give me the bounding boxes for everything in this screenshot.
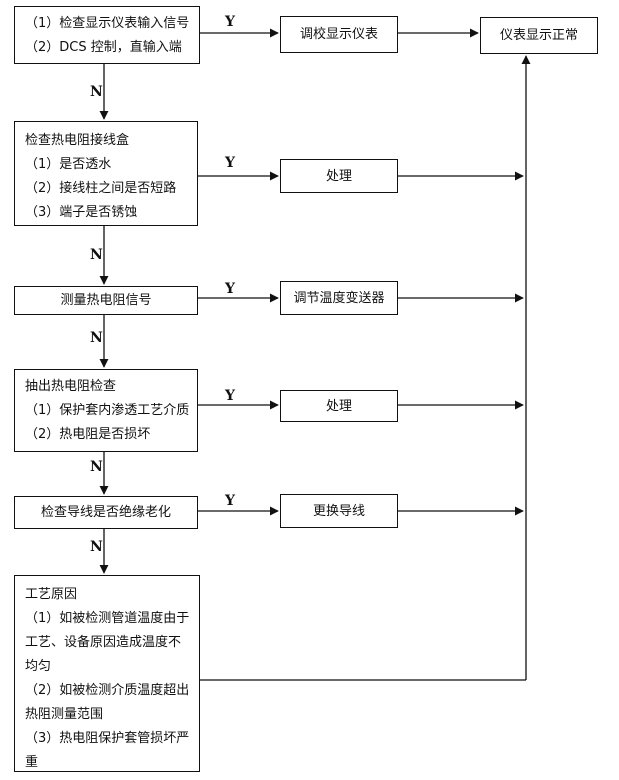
wire-check-box: 检查导线是否绝缘老化 [14,496,198,529]
box-line: （2）热电阻是否损坏 [25,427,151,442]
box-line: 抽出热电阻检查 [25,379,117,394]
replace-box: 更换导线 [280,494,398,528]
box-line: 工艺原因 [25,587,78,602]
normal-box: 仪表显示正常 [480,17,598,54]
box-text: 检查导线是否绝缘老化 [40,505,171,520]
process1-box: 处理 [280,159,398,193]
box-line: 热阻测量范围 [25,707,104,722]
box-line: 重 [25,755,39,770]
box-text: 仪表显示正常 [499,28,578,43]
box-line: （3）端子是否锈蚀 [25,205,138,220]
yes-label: Y [225,493,235,509]
adjust-box: 调节温度变送器 [280,281,398,315]
box-text: 更换导线 [312,503,365,519]
no-label: N [90,330,103,346]
box-line: （2）DCS 控制，直输入端 [25,40,182,55]
extract-box: 抽出热电阻检查 （1）保护套内渗透工艺介质 （2）热电阻是否损坏 [14,369,198,452]
yes-label: Y [225,281,235,297]
no-label: N [90,459,103,475]
calibrate-box: 调校显示仪表 [280,16,398,53]
box-line: （3）热电阻保护套管损坏严 [25,731,190,746]
no-label: N [90,539,103,555]
box-line: （2）接线柱之间是否短路 [25,181,177,196]
yes-label: Y [225,14,235,30]
box-text: 测量热电阻信号 [60,293,152,308]
check-display-box: （1）检查显示仪表输入信号 （2）DCS 控制，直输入端 [14,6,200,64]
box-text: 处理 [325,168,352,184]
box-line: （1）如被检测管道温度由于 [25,611,190,626]
yes-label: Y [225,155,235,171]
box-line: 均匀 [25,659,52,674]
box-line: （1）保护套内渗透工艺介质 [25,403,190,418]
causes-box: 工艺原因 （1）如被检测管道温度由于 工艺、设备原因造成温度不 均匀 （2）如被… [14,575,200,772]
no-label: N [90,247,103,263]
box-line: 检查热电阻接线盒 [25,133,130,148]
box-line: （1）检查显示仪表输入信号 [25,16,190,31]
box-line: 工艺、设备原因造成温度不 [25,635,182,650]
box-text: 调校显示仪表 [299,27,378,42]
box-text: 处理 [325,398,352,414]
box-line: （2）如被检测介质温度超出 [25,683,190,698]
no-label: N [90,84,103,100]
process2-box: 处理 [280,390,398,422]
junction-box-check: 检查热电阻接线盒 （1）是否透水 （2）接线柱之间是否短路 （3）端子是否锈蚀 [14,121,198,226]
box-text: 调节温度变送器 [293,290,385,306]
yes-label: Y [225,388,235,404]
measure-box: 测量热电阻信号 [14,286,198,315]
box-line: （1）是否透水 [25,157,112,172]
